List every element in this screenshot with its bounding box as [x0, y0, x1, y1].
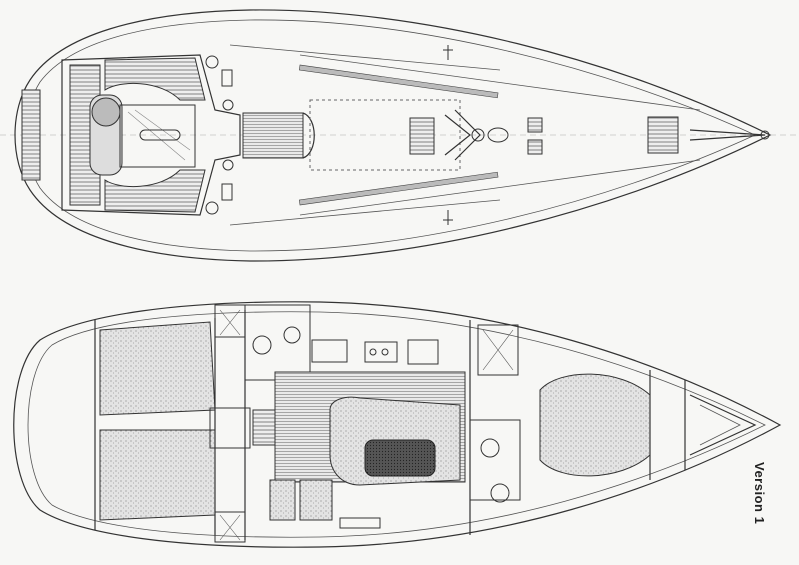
winch-starboard: [205, 201, 219, 215]
aft-cabin-berth-starboard: [99, 429, 216, 521]
forward-toilet: [480, 438, 500, 458]
cockpit-outline: [61, 54, 241, 216]
saloon-table: [364, 439, 436, 477]
locker-1: [269, 479, 296, 521]
winch-port: [205, 55, 219, 69]
interior-plan: [13, 301, 782, 548]
mast-step: [471, 128, 485, 142]
locker-2: [299, 479, 333, 521]
aft-cabin-berth-port: [99, 321, 216, 416]
deck-plan: [0, 9, 799, 262]
transom-step: [21, 89, 41, 181]
aft-head: [244, 304, 311, 381]
helm-wheel: [91, 97, 121, 127]
galley-sink: [364, 341, 398, 363]
v-berth: [539, 373, 651, 477]
forward-head: [469, 419, 521, 501]
interior-hull-outline: [13, 301, 782, 548]
aft-toilet: [283, 326, 301, 344]
version-label: Version 1: [752, 462, 767, 525]
deck-hull-outline: [14, 9, 772, 262]
forward-hatch: [409, 117, 435, 155]
anchor-locker-hatch: [647, 116, 679, 154]
companionway-hatch: [242, 112, 304, 159]
galley-stove: [311, 339, 348, 363]
